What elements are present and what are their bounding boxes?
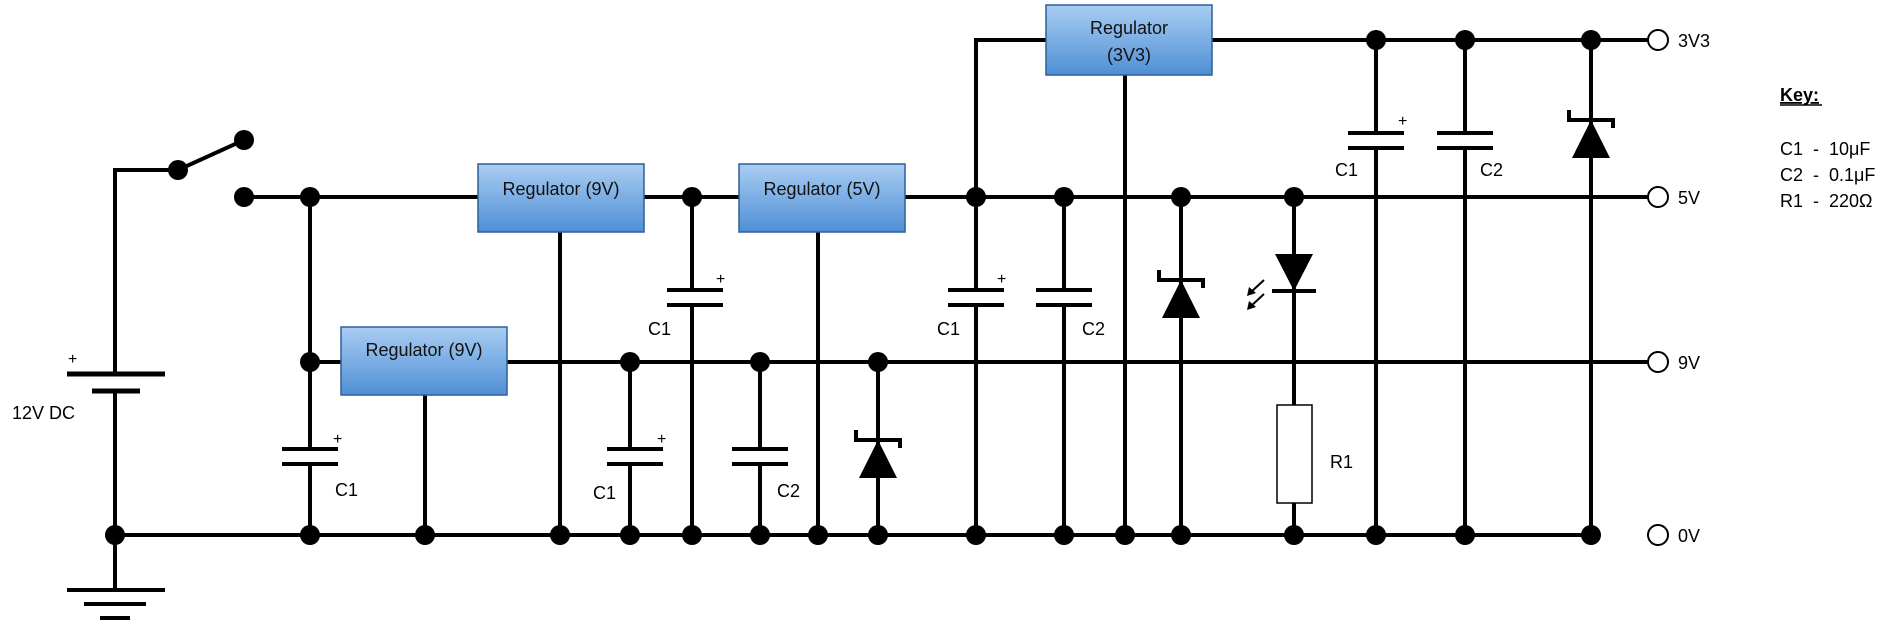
resistor-r1 (1276, 404, 1313, 504)
ground-symbol-icon (67, 588, 165, 620)
battery-plus: + (68, 351, 77, 368)
key-line-c1: C1 - 10μF (1780, 139, 1870, 159)
switch-lever (175, 137, 247, 173)
rail-label-3v3: 3V3 (1678, 31, 1710, 51)
capacitor-c1-d: + (946, 271, 1006, 307)
key-title: Key: (1780, 85, 1819, 105)
svg-text:+: + (657, 431, 666, 448)
battery-wire-top (113, 168, 180, 376)
label-r1: R1 (1330, 452, 1353, 472)
svg-text:Regulator (5V): Regulator (5V) (763, 179, 880, 199)
zener-diode-5v-icon (1157, 270, 1205, 318)
label-c1-c: C1 (648, 319, 671, 339)
terminal-0v (1647, 524, 1669, 546)
capacitor-c1-b: + (605, 431, 666, 466)
capacitor-c1-c: + (665, 271, 725, 307)
zener-diode-3v3-icon (1567, 110, 1615, 158)
svg-text:Regulator (9V): Regulator (9V) (502, 179, 619, 199)
svg-text:+: + (1398, 113, 1407, 130)
svg-text:Regulator: Regulator (1090, 18, 1168, 38)
key-legend: Key: C1 - 10μF C2 - 0.1μF R1 - 220Ω (1780, 85, 1875, 211)
led-icon (1247, 254, 1316, 310)
label-c1-e: C1 (1335, 160, 1358, 180)
regulator-3v3: Regulator (3V3) (1045, 4, 1213, 76)
label-c1-b: C1 (593, 483, 616, 503)
regulator-9v-top: Regulator (9V) (477, 163, 645, 233)
svg-text:+: + (997, 271, 1006, 288)
label-c1-d: C1 (937, 319, 960, 339)
rail-label-9v: 9V (1678, 353, 1700, 373)
capacitor-c1-e: + (1346, 113, 1407, 150)
battery-label: 12V DC (12, 403, 75, 423)
svg-text:(3V3): (3V3) (1107, 45, 1151, 65)
battery: + 12V DC (12, 351, 165, 423)
terminal-9v (1647, 351, 1669, 373)
rail-3v3 (974, 38, 1650, 199)
capacitor-c2-b (1034, 288, 1094, 307)
svg-text:+: + (333, 431, 342, 448)
terminal-3v3 (1647, 29, 1669, 51)
regulator-9v-low: Regulator (9V) (340, 326, 508, 396)
wires (113, 38, 1650, 592)
regulator-5v: Regulator (5V) (738, 163, 906, 233)
rail-label-0v: 0V (1678, 526, 1700, 546)
capacitor-c2-a (730, 447, 790, 466)
label-c2-b: C2 (1082, 319, 1105, 339)
capacitor-c2-c (1435, 131, 1495, 150)
label-c2-c: C2 (1480, 160, 1503, 180)
rail-label-5v: 5V (1678, 188, 1700, 208)
label-c2-a: C2 (777, 481, 800, 501)
zener-diode-9v-icon (854, 430, 902, 478)
component-labels: C1 C1 C2 C1 C1 C2 R1 C1 C2 (335, 160, 1503, 503)
svg-text:+: + (716, 271, 725, 288)
junction-dots (105, 30, 1601, 545)
key-line-c2: C2 - 0.1μF (1780, 165, 1875, 185)
output-terminals: 3V3 5V 9V 0V (1647, 29, 1710, 546)
svg-text:Regulator (9V): Regulator (9V) (365, 340, 482, 360)
label-c1-a: C1 (335, 480, 358, 500)
key-line-r1: R1 - 220Ω (1780, 191, 1873, 211)
capacitor-c1-a: + (280, 431, 342, 466)
terminal-5v (1647, 186, 1669, 208)
